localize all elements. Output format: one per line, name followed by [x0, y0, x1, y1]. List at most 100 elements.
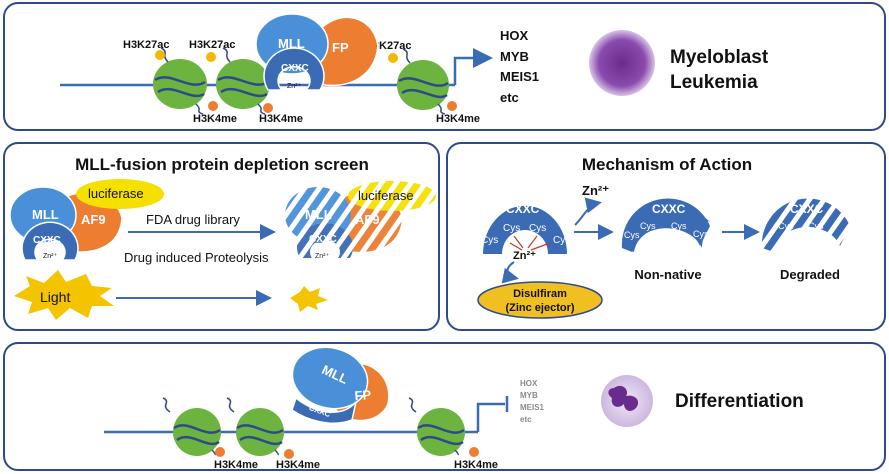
panel-title: Mechanism of Action	[582, 155, 752, 174]
mark-label: H3K4me	[454, 459, 498, 471]
zn-label: Zn²⁺	[513, 250, 536, 262]
cys-label: Cys	[778, 221, 794, 231]
cxxc-label: CXXC	[790, 202, 824, 216]
cxxc-domain	[263, 47, 325, 91]
h3k4me-mark	[437, 101, 457, 115]
mll-fp-complex: MLL FP CXXC Zn²⁺	[255, 13, 379, 91]
repression-line	[476, 402, 505, 432]
histone-tail	[162, 397, 171, 413]
differentiation-label: Differentiation	[675, 391, 804, 412]
h3k27ac-mark	[206, 47, 231, 63]
fp-label: FP	[354, 387, 372, 403]
gene-label: MEIS1	[520, 403, 545, 412]
disulfiram-badge	[477, 281, 603, 319]
nucleosome	[173, 408, 221, 456]
h3k4me-mark	[274, 449, 294, 459]
disulfiram-binding-arrow	[501, 261, 519, 284]
nucleosome	[236, 408, 284, 456]
cxxc-nonnative-shape	[621, 198, 710, 252]
af9-label: AF9	[81, 212, 106, 227]
zn-label: Zn²⁺	[315, 253, 330, 260]
panel-bottom-border	[3, 342, 886, 471]
arrow-label: FDA drug library	[146, 212, 240, 227]
zinc-coordination-lines	[509, 235, 551, 251]
disulfiram-sub: (Zinc ejector)	[505, 302, 574, 314]
gene-label: etc	[500, 90, 519, 105]
luciferase-label: luciferase	[88, 186, 144, 201]
histone-tail	[226, 397, 235, 413]
luciferase-degraded	[348, 181, 436, 211]
histone-tail	[408, 397, 417, 413]
degraded-complex: MLL AF9 CXXC Zn²⁺ luciferase	[285, 181, 436, 260]
af9-label: AF9	[355, 212, 380, 227]
cxxc-label: CXXC	[506, 202, 540, 216]
h3k27ac-mark	[388, 48, 411, 64]
cell-label-line1: Myeloblast	[670, 47, 769, 68]
cxxc-label: CXXC	[309, 234, 337, 245]
gene-label: MEIS1	[500, 69, 539, 84]
mll-domain	[291, 346, 369, 410]
mark-label: H3K4me	[193, 113, 237, 125]
cxxc-label: CXXC	[652, 202, 686, 216]
cys-label: Cys	[640, 221, 656, 231]
fp-label: FP	[332, 40, 349, 55]
mark-label: H3K27ac	[189, 39, 235, 51]
cell-label-line2: Leukemia	[670, 72, 758, 93]
gene-label: MYB	[520, 391, 538, 400]
cxxc-domain	[21, 221, 79, 261]
cys-label: Cys	[693, 229, 709, 239]
arrow-label: Drug induced Proteolysis	[124, 250, 269, 265]
gene-label: etc	[520, 415, 532, 424]
differentiated-cell-icon	[601, 375, 653, 427]
zinc-release-arrow	[574, 197, 602, 226]
cxxc-domain-degraded	[297, 223, 354, 258]
cxxc-zinc-bound	[483, 205, 567, 254]
light-starburst-icon	[14, 270, 114, 320]
zn-label: Zn²⁺	[43, 253, 58, 260]
panel-screen: MLL-fusion protein depletion screen MLL …	[3, 142, 440, 331]
degraded-label: Degraded	[780, 267, 840, 282]
mark-label: H3K4me	[276, 459, 320, 471]
gene-label: HOX	[520, 379, 538, 388]
cys-label: Cys	[503, 223, 520, 234]
gene-label: HOX	[500, 28, 529, 43]
panel-top: H3K27ac H3K27ac H3K27ac H3K4me H3K4me H3…	[3, 2, 886, 131]
mll-af9-luciferase-complex: MLL AF9 CXXC Zn²⁺ luciferase	[9, 179, 164, 261]
mll-label: MLL	[305, 207, 332, 222]
zn-released-label: Zn²⁺	[582, 183, 609, 198]
cys-label: Cys	[481, 235, 498, 246]
nucleosome	[417, 408, 465, 456]
myeloblast-cell-icon	[589, 30, 655, 96]
nucleosome	[153, 59, 207, 109]
nucleosome	[216, 59, 270, 109]
mark-label: H3K4me	[436, 113, 480, 125]
h3k27ac-mark	[155, 47, 169, 63]
cys-label: Cys	[671, 221, 687, 231]
cys-label: Cys	[624, 230, 640, 240]
fp-domain	[311, 16, 379, 86]
mll-label: MLL	[278, 36, 305, 51]
cxxc-label: CXXC	[281, 63, 309, 74]
panel-title: MLL-fusion protein depletion screen	[75, 155, 369, 174]
h3k4me-mark	[257, 103, 273, 115]
mll-label: MLL	[32, 207, 59, 222]
luciferase-tag	[76, 179, 164, 209]
cys-label: Cys	[808, 221, 824, 231]
panel-bottom: H3K4me H3K4me H3K4me MLL FP CXXC HOX MYB…	[3, 342, 886, 471]
nucleosome	[397, 60, 449, 110]
zn-label: Zn²⁺	[287, 83, 302, 90]
light-label: Light	[40, 289, 70, 305]
panel-moa: Mechanism of Action CXXC Cys Cys Cys Cys…	[446, 142, 886, 331]
h3k4me-mark	[454, 447, 479, 457]
luciferase-label: luciferase	[358, 188, 414, 203]
h3k4me-mark	[195, 101, 218, 115]
cys-label: Cys	[553, 235, 570, 246]
gene-label: MYB	[500, 49, 529, 64]
cys-label: Cys	[529, 223, 546, 234]
nonnative-label: Non-native	[634, 267, 701, 282]
cxxc-degraded	[761, 198, 850, 252]
mark-label: H3K27ac	[123, 39, 169, 51]
dim-light-icon	[290, 286, 328, 312]
mark-label: H3K4me	[214, 459, 258, 471]
